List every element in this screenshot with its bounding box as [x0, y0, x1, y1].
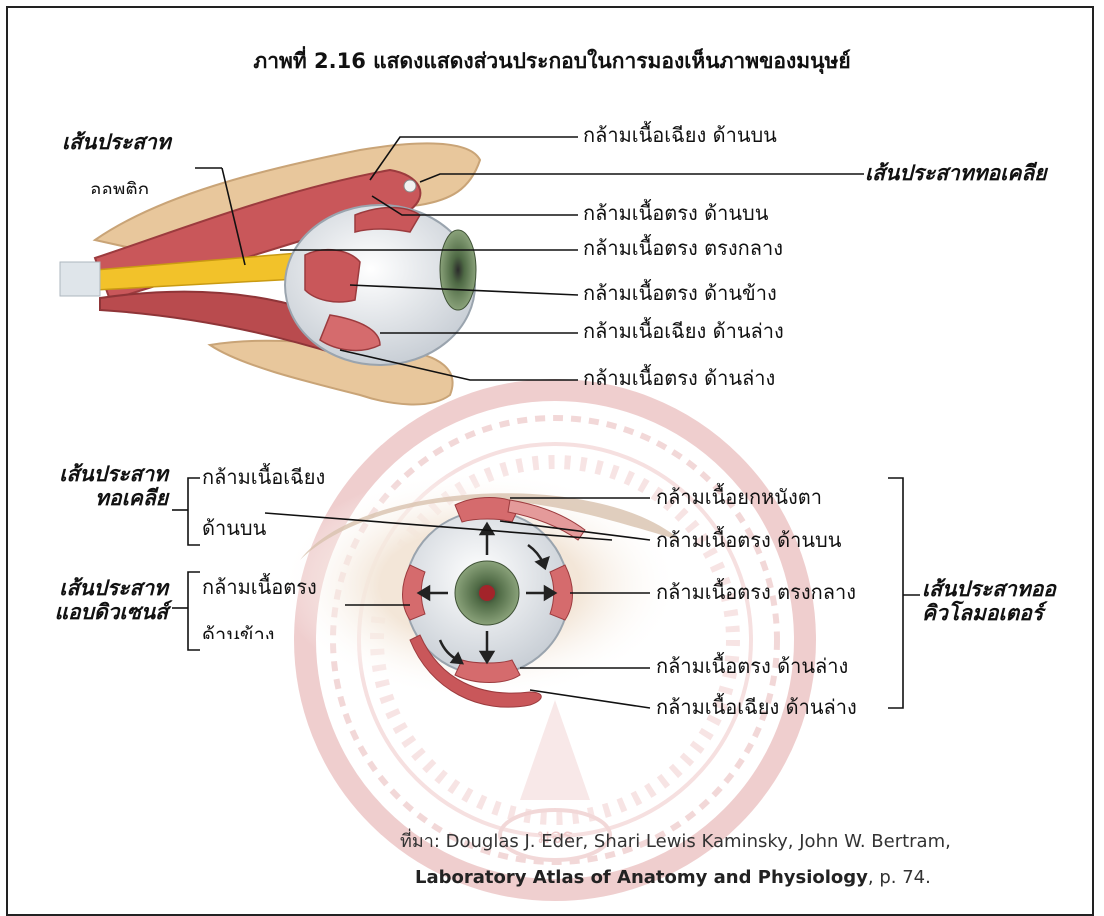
abducens-nerve-label: เส้นประสาท แอบดิวเซนส์	[40, 576, 168, 624]
figure-caption: ภาพที่ 2.16 แสดงแสดงส่วนประกอบในการมองเห…	[0, 45, 1104, 78]
front-superior-rectus-label: กล้ามเนื้อตรง ด้านบน	[656, 530, 841, 550]
abducens-nerve-line2: แอบดิวเซนส์	[40, 600, 168, 624]
oculomotor-nerve-line2: คิวโลมอเตอร์	[922, 601, 1056, 625]
front-view-illustration	[280, 470, 680, 707]
lateral-rectus-label: กล้ามเนื้อตรง ด้านข้าง	[583, 283, 777, 303]
front-trochlear-nerve-line2: ทอเคลีย	[40, 486, 168, 510]
front-trochlear-nerve-label: เส้นประสาท ทอเคลีย	[40, 462, 168, 510]
levator-palpebrae-label: กล้ามเนื้อยกหนังตา	[656, 487, 822, 507]
trochlear-nerve-label: เส้นประสาททอเคลีย	[865, 161, 1047, 185]
inferior-oblique-label: กล้ามเนื้อเฉียง ด้านล่าง	[583, 321, 784, 341]
source-citation-line1: ที่มา: Douglas J. Eder, Shari Lewis Kami…	[400, 826, 951, 855]
superior-rectus-label: กล้ามเนื้อตรง ด้านบน	[583, 203, 768, 223]
front-inferior-oblique-label: กล้ามเนื้อเฉียง ด้านล่าง	[656, 697, 857, 717]
abducens-nerve-line1: เส้นประสาท	[40, 576, 168, 600]
front-inferior-rectus-label: กล้ามเนื้อตรง ด้านล่าง	[656, 656, 848, 676]
optic-nerve-label-partial: ออพติก	[90, 180, 149, 194]
optic-nerve-label: เส้นประสาท	[62, 130, 171, 154]
front-superior-oblique-line2: ด้านบน	[202, 518, 266, 538]
source-book-title: Laboratory Atlas of Anatomy and Physiolo…	[415, 867, 868, 888]
front-lateral-rectus-line1: กล้ามเนื้อตรง	[202, 577, 317, 597]
superior-oblique-label: กล้ามเนื้อเฉียง ด้านบน	[583, 125, 777, 145]
source-citation-line2: Laboratory Atlas of Anatomy and Physiolo…	[415, 867, 931, 888]
front-trochlear-nerve-line1: เส้นประสาท	[40, 462, 168, 486]
oculomotor-nerve-line1: เส้นประสาทออ	[922, 577, 1056, 601]
medial-rectus-label: กล้ามเนื้อตรง ตรงกลาง	[583, 238, 783, 258]
source-page-ref: , p. 74.	[868, 867, 931, 888]
front-medial-rectus-label: กล้ามเนื้อตรง ตรงกลาง	[656, 582, 856, 602]
oculomotor-nerve-label: เส้นประสาทออ คิวโลมอเตอร์	[922, 577, 1056, 625]
inferior-rectus-label: กล้ามเนื้อตรง ด้านล่าง	[583, 368, 775, 388]
front-superior-oblique-line1: กล้ามเนื้อเฉียง	[202, 467, 325, 487]
front-lateral-rectus-line2: ด้านข้าง	[202, 625, 275, 639]
